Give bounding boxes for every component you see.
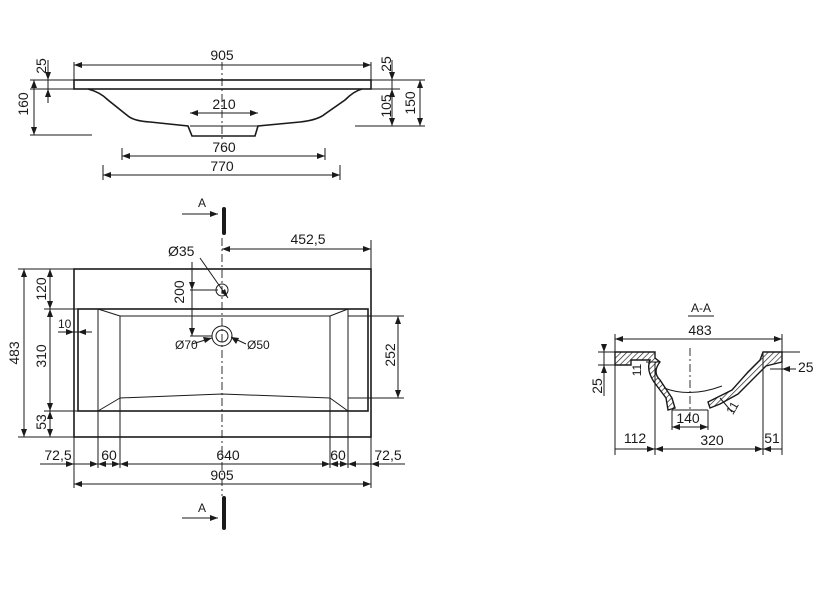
drain-inner-label: Ø50 [247,338,270,352]
tap-hole-label: Ø35 [168,243,195,259]
section-dim-label-25-right: 25 [798,359,814,375]
section-dim-label-140: 140 [676,410,700,426]
dim-label-72-5-left: 72,5 [44,447,71,463]
dim-label-105: 105 [378,94,394,118]
dim-label-905-bottom: 905 [210,467,234,483]
dim-label-60-left: 60 [101,447,117,463]
section-label-top: A [198,196,206,210]
dim-label-760: 760 [212,139,236,155]
section-view: A-A 483 25 25 11 11 [589,301,814,455]
section-dim-label-11-wall: 11 [630,363,644,376]
dim-label-120: 120 [33,277,49,301]
plan-bowl-inner [97,308,349,412]
plan-view: A A Ø35 Ø70 Ø50 200 [6,196,405,530]
dim-label-150: 150 [402,91,418,115]
drain-outer-label: Ø70 [175,338,198,352]
dim-label-640: 640 [216,447,240,463]
section-dim-label-51: 51 [764,430,780,446]
front-rim [73,79,372,90]
dim-label-905-top: 905 [210,47,234,63]
dim-label-10: 10 [58,317,72,331]
dim-label-252: 252 [382,343,398,367]
dim-label-210: 210 [212,96,236,112]
section-dim-label-11-bottom: 11 [723,399,742,417]
dim-label-25-left: 25 [33,58,49,74]
section-profile-right [707,351,783,409]
dim-label-310: 310 [33,344,49,368]
section-dim-label-483: 483 [688,322,712,338]
section-title: A-A [691,301,711,315]
drain-inner [215,329,229,343]
section-dim-label-112: 112 [624,430,647,446]
section-dim-label-25-left: 25 [589,378,605,394]
dim-label-200: 200 [171,280,187,304]
section-bowl-curve [663,385,723,393]
dim-label-160: 160 [15,92,31,116]
dim-label-483-left: 483 [6,341,22,365]
section-dim-label-320: 320 [700,432,724,448]
front-elevation-view: 905 210 760 770 25 160 [15,47,425,180]
plan-bowl-outline [77,308,369,412]
plan-outer-outline [73,268,372,438]
dim-label-72-5-right: 72,5 [374,447,401,463]
section-profile-left [614,351,676,411]
dim-label-53: 53 [33,414,49,430]
dim-label-60-right: 60 [330,447,346,463]
dim-label-25-right: 25 [378,56,394,72]
dim-label-770: 770 [210,158,234,174]
dim-label-452-5: 452,5 [290,231,325,247]
front-bowl-outline [87,88,363,137]
section-label-bottom: A [198,501,206,515]
